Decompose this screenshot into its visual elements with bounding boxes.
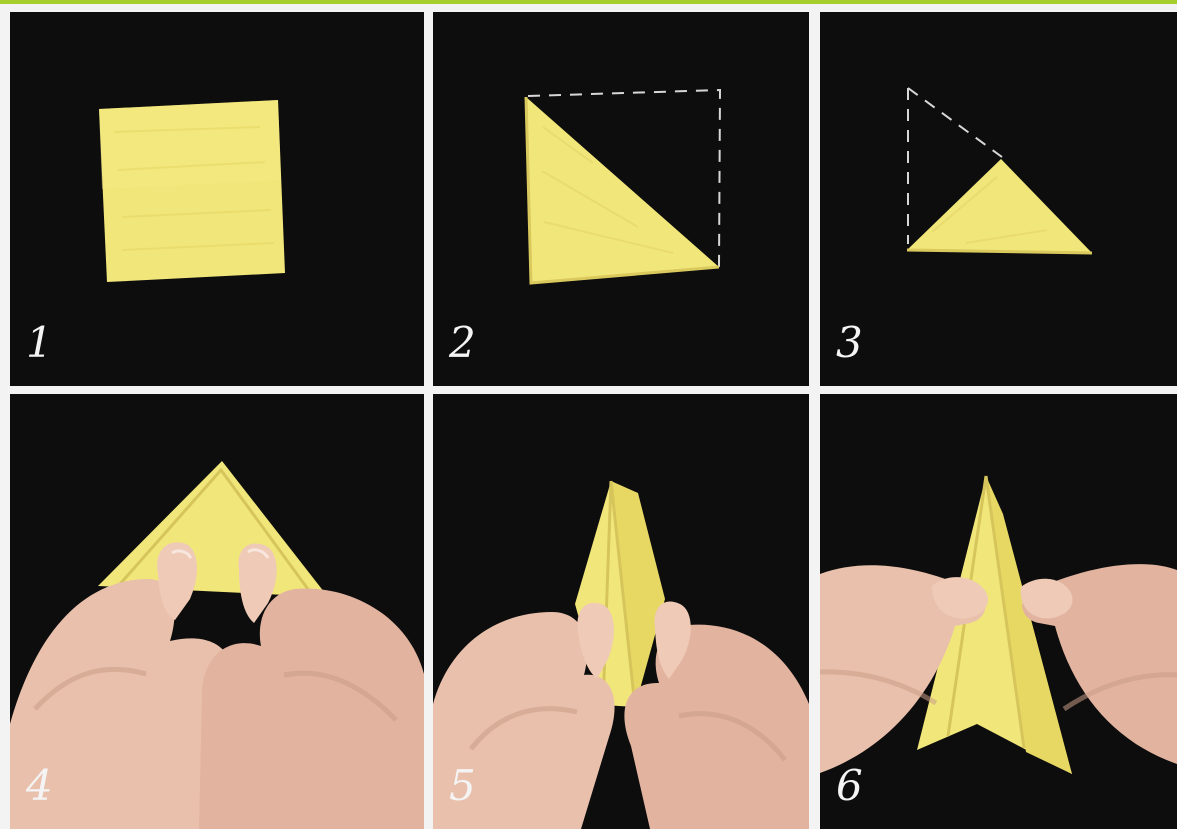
- step-number-3: 3: [836, 318, 863, 367]
- step-4-panel: 4: [10, 394, 424, 829]
- hands-holding-triangle-image: [10, 394, 424, 829]
- step-3-panel: 3: [820, 12, 1177, 386]
- step-2-panel: 2: [433, 12, 809, 386]
- diagonal-fold-image: [433, 12, 809, 386]
- hands-folding-cone-image: [433, 394, 809, 829]
- step-number-2: 2: [449, 318, 476, 367]
- triangle-second-fold-image: [820, 12, 1177, 386]
- step-number-5: 5: [449, 761, 476, 810]
- step-number-1: 1: [26, 318, 53, 367]
- top-accent-rule: [0, 0, 1177, 4]
- step-number-6: 6: [836, 761, 863, 810]
- step-1-panel: 1: [10, 12, 424, 386]
- hands-holding-spike-image: [820, 394, 1177, 829]
- step-number-4: 4: [26, 761, 53, 810]
- square-paper-image: [10, 12, 424, 386]
- step-5-panel: 5: [433, 394, 809, 829]
- step-6-panel: 6: [820, 394, 1177, 829]
